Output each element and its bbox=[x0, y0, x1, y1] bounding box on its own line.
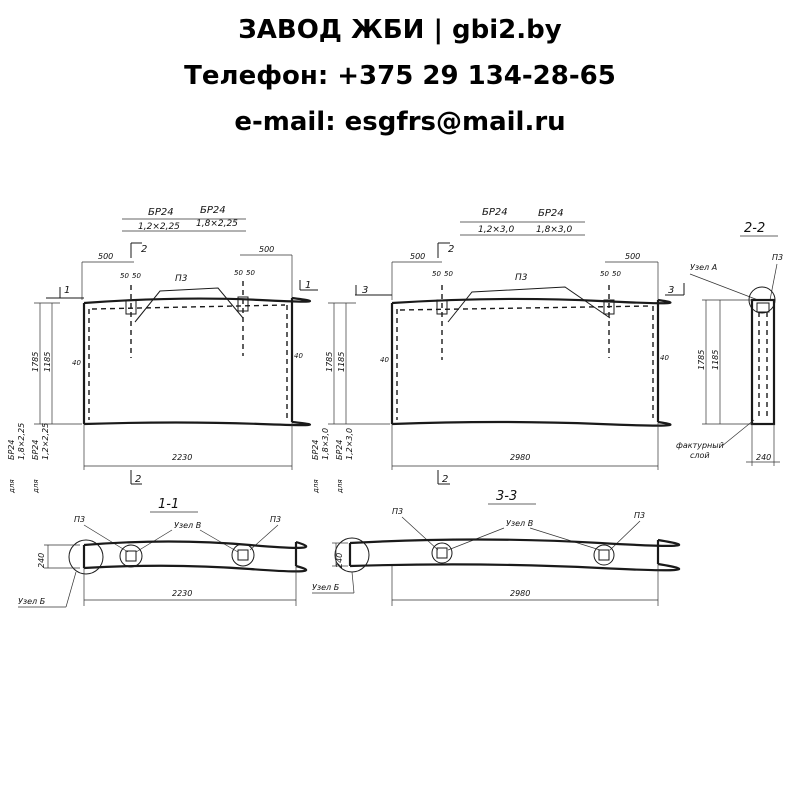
section-mark-top: 2 bbox=[448, 244, 454, 255]
cut-mark-left: 1 bbox=[64, 285, 70, 296]
insert-right-label: П3 bbox=[634, 511, 645, 520]
section-2-2: 2-2 Узел А П3 1785 1185 фактурный слой 2… bbox=[676, 221, 783, 466]
facade-view-middle: БР24 БР24 1,2×3,0 1,8×3,0 2 500 500 50 5… bbox=[311, 207, 685, 494]
mark-top-b: БР24 bbox=[200, 205, 226, 216]
thickness: 240 bbox=[37, 553, 46, 568]
insert-right-label: П3 bbox=[270, 515, 281, 524]
dim-50b: 50 bbox=[444, 270, 453, 278]
section-mark-top: 2 bbox=[141, 244, 147, 255]
insert-label: П3 bbox=[772, 253, 783, 262]
header-title: ЗАВОД ЖБИ | gbi2.by bbox=[238, 15, 562, 45]
section-title: 2-2 bbox=[744, 221, 765, 236]
dim-40-left: 40 bbox=[72, 359, 81, 367]
node-b-label: Узел Б bbox=[18, 597, 46, 606]
section-mark-bottom: 2 bbox=[135, 474, 141, 485]
dim-50d: 50 bbox=[246, 269, 255, 277]
height-outer: 1785 bbox=[31, 352, 40, 372]
size-a: 1,2×3,0 bbox=[478, 225, 514, 235]
node-v-label: Узел В bbox=[506, 519, 533, 528]
node-a-label: Узел А bbox=[690, 263, 717, 272]
section-1-1: 1-1 П3 Узел В П3 240 Узел Б 2230 bbox=[18, 497, 308, 608]
dim-50d: 50 bbox=[612, 270, 621, 278]
dim-500-left: 500 bbox=[410, 252, 425, 261]
section-mark-bottom: 2 bbox=[442, 474, 448, 485]
panel-width: 2230 bbox=[172, 453, 192, 462]
height-inner: 1185 bbox=[711, 350, 720, 370]
section-title: 1-1 bbox=[158, 497, 179, 512]
panel-width: 2980 bbox=[510, 453, 530, 462]
section-3-3: 3-3 П3 Узел В П3 240 Узел Б 2980 bbox=[312, 489, 681, 606]
header-email: e-mail: esgfrs@mail.ru bbox=[234, 107, 566, 137]
side-size-b2: 1,8×2,25 bbox=[17, 423, 26, 460]
dim-40-left: 40 bbox=[380, 356, 389, 364]
dim-500-right: 500 bbox=[259, 245, 274, 254]
side-mark-a1: БР24 bbox=[335, 440, 344, 461]
dim-40-right: 40 bbox=[660, 354, 669, 362]
cut-mark-left: 3 bbox=[362, 285, 368, 296]
header-phone: Телефон: +375 29 134-28-65 bbox=[184, 61, 616, 91]
side-size-a2: 1,2×3,0 bbox=[345, 428, 354, 460]
size-a: 1,2×2,25 bbox=[138, 222, 180, 232]
for-a: для bbox=[32, 479, 40, 494]
side-mark-b1: БР24 bbox=[311, 440, 320, 461]
mark-top-a: БР24 bbox=[148, 207, 174, 218]
mark-top-b: БР24 bbox=[538, 208, 564, 219]
facade-view-left: БР24 БР24 1,2×2,25 1,8×2,25 2 500 500 50… bbox=[7, 205, 318, 494]
dim-50a: 50 bbox=[120, 272, 129, 280]
layer-label-2: слой bbox=[690, 451, 710, 460]
dim-50c: 50 bbox=[234, 269, 243, 277]
side-size-b2: 1,8×3,0 bbox=[321, 428, 330, 460]
for-b: для bbox=[312, 479, 320, 494]
side-mark-b1: БР24 bbox=[7, 440, 16, 461]
layer-label-1: фактурный bbox=[676, 441, 724, 450]
side-size-a2: 1,2×2,25 bbox=[41, 423, 50, 460]
for-b: для bbox=[8, 479, 16, 494]
cut-mark-right: 3 bbox=[668, 285, 674, 296]
height-outer: 1785 bbox=[697, 350, 706, 370]
section-title: 3-3 bbox=[496, 489, 517, 504]
header: ЗАВОД ЖБИ | gbi2.by Телефон: +375 29 134… bbox=[0, 0, 800, 145]
dim-50a: 50 bbox=[432, 270, 441, 278]
size-b: 1,8×2,25 bbox=[196, 219, 238, 229]
dim-40-right: 40 bbox=[294, 352, 303, 360]
insert-left-label: П3 bbox=[392, 507, 403, 516]
for-a: для bbox=[336, 479, 344, 494]
cut-mark-right: 1 bbox=[305, 280, 311, 291]
insert-left-label: П3 bbox=[74, 515, 85, 524]
insert-label: П3 bbox=[175, 274, 188, 284]
dim-500-right: 500 bbox=[625, 252, 640, 261]
section-length: 2230 bbox=[172, 589, 192, 598]
height-inner: 1185 bbox=[337, 352, 346, 372]
insert-label: П3 bbox=[515, 273, 528, 283]
thickness: 240 bbox=[756, 453, 771, 462]
node-b-label: Узел Б bbox=[312, 583, 340, 592]
mark-top-a: БР24 bbox=[482, 207, 508, 218]
dim-50b: 50 bbox=[132, 272, 141, 280]
side-mark-a1: БР24 bbox=[31, 440, 40, 461]
size-b: 1,8×3,0 bbox=[536, 225, 572, 235]
dim-50c: 50 bbox=[600, 270, 609, 278]
height-outer: 1785 bbox=[325, 352, 334, 372]
section-length: 2980 bbox=[510, 589, 530, 598]
thickness: 240 bbox=[335, 553, 344, 568]
height-inner: 1185 bbox=[43, 352, 52, 372]
dim-500-left: 500 bbox=[98, 252, 113, 261]
node-v-label: Узел В bbox=[174, 521, 201, 530]
